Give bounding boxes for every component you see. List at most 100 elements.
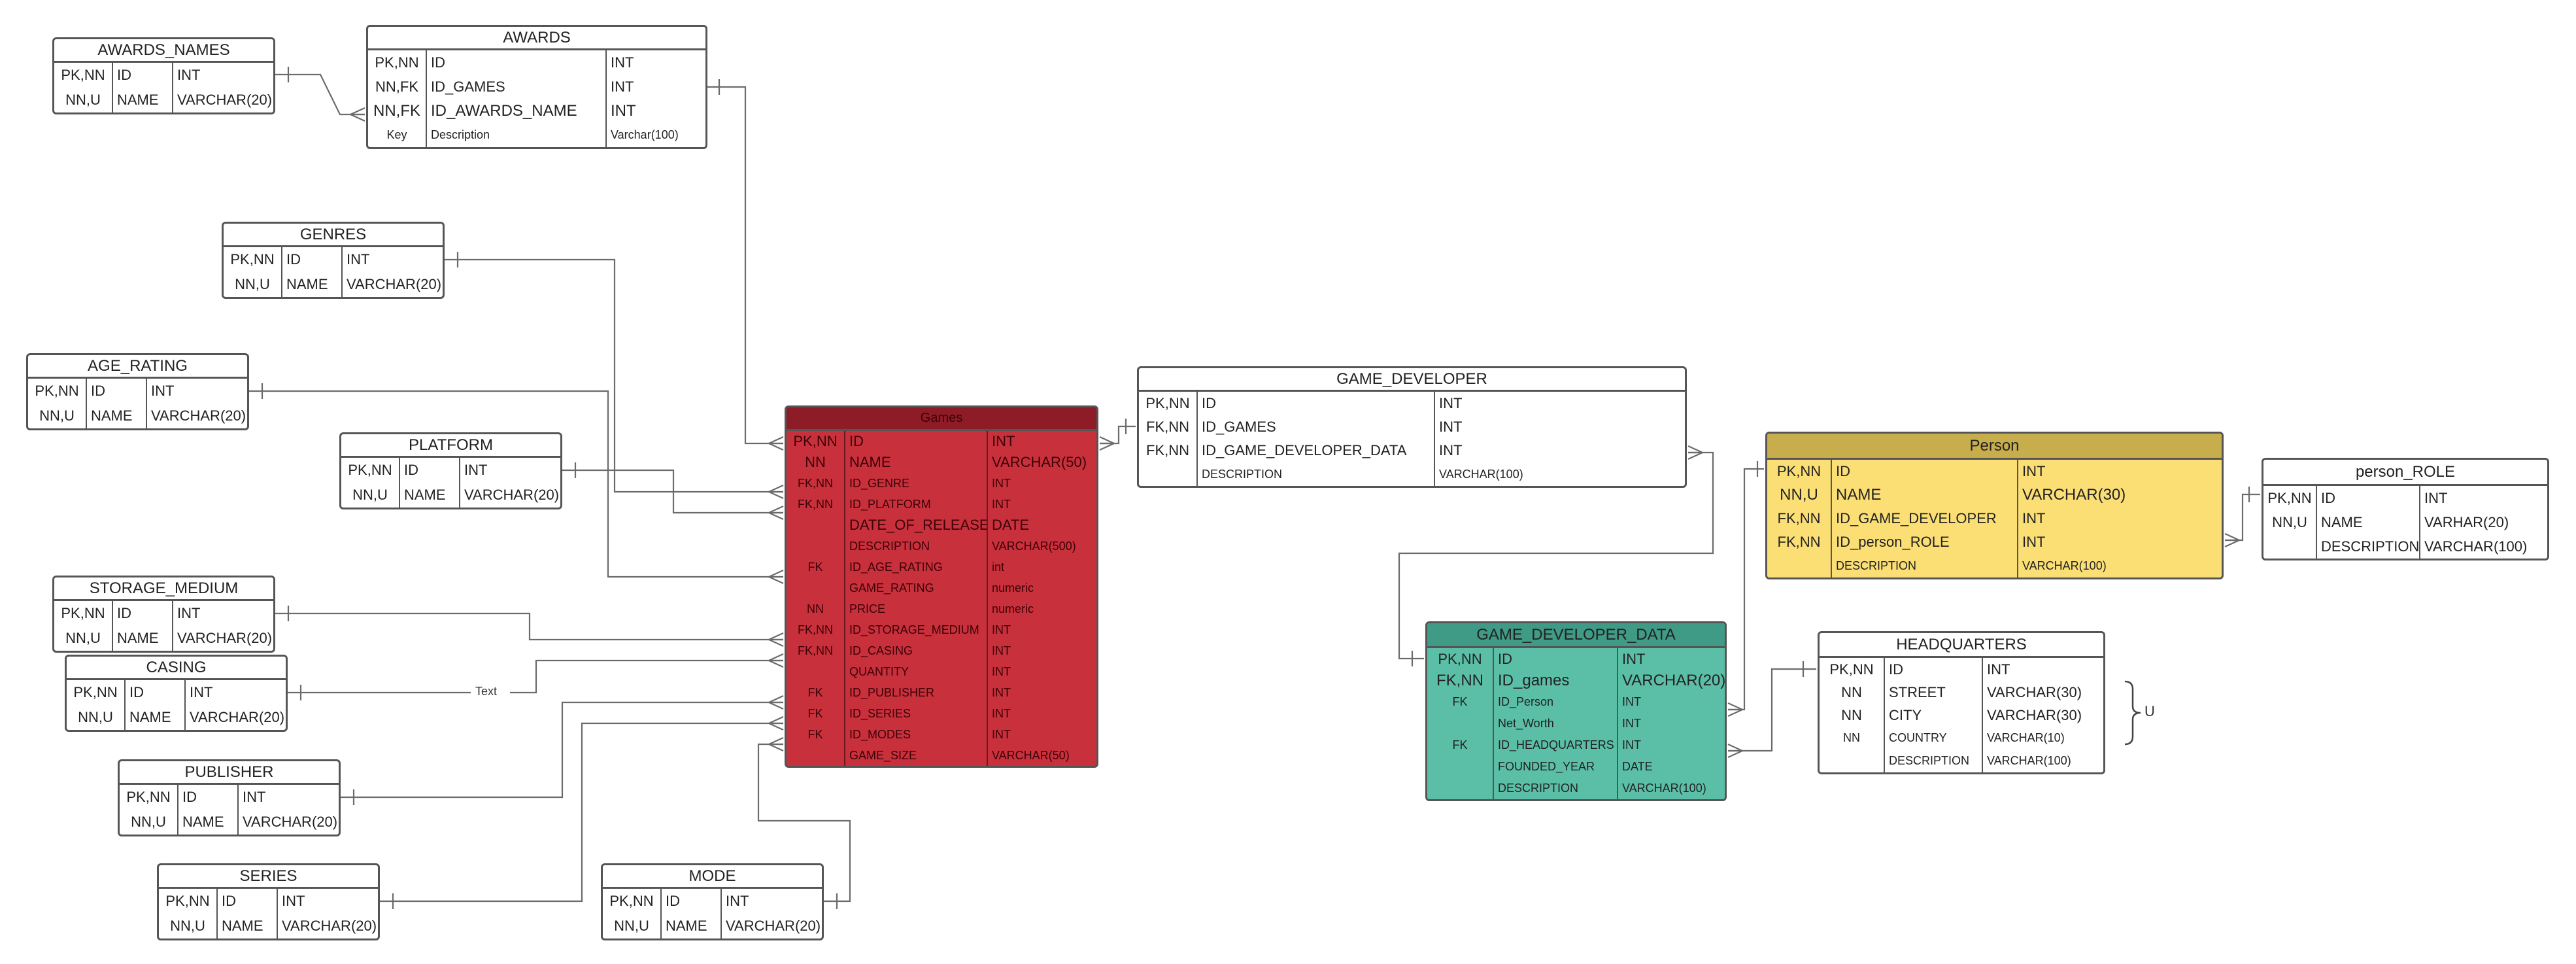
column-name: NAME bbox=[400, 483, 460, 508]
person-role-link bbox=[2225, 493, 2260, 542]
table-title: Games bbox=[787, 407, 1096, 431]
key-constraint: FK,NN bbox=[787, 640, 845, 661]
column-name: ID_CASING bbox=[845, 640, 988, 661]
column-name: ID_MODES bbox=[845, 724, 988, 745]
column-type: VARCHAR(100) bbox=[2022, 559, 2107, 572]
table-title: CASING bbox=[67, 657, 286, 680]
table-title: SERIES bbox=[159, 865, 378, 889]
column-type: INT bbox=[992, 498, 1011, 511]
column-type: INT bbox=[992, 707, 1011, 720]
key-constraint: FK,NN bbox=[1139, 415, 1198, 439]
column-name: NAME bbox=[113, 88, 173, 112]
key-constraint bbox=[787, 577, 845, 598]
column-name: NAME bbox=[282, 272, 343, 297]
column-name: STREET bbox=[1885, 681, 1983, 704]
column-type: INT bbox=[177, 67, 201, 83]
key-constraint bbox=[1427, 778, 1494, 799]
key-constraint: NN,U bbox=[159, 914, 218, 938]
table-title: AGE_RATING bbox=[28, 355, 247, 379]
key-constraint: PK,NN bbox=[1427, 648, 1494, 670]
unique-constraint-brace bbox=[2124, 680, 2141, 746]
many-marker bbox=[768, 695, 784, 710]
key-constraint: NN,U bbox=[224, 272, 282, 297]
column-name: ID bbox=[282, 247, 343, 272]
column-name: ID_AWARDS_NAME bbox=[427, 99, 607, 123]
key-constraint: FK bbox=[787, 724, 845, 745]
column-name: CITY bbox=[1885, 704, 1983, 727]
column-name: ID bbox=[1885, 658, 1983, 681]
key-constraint: PK,NN bbox=[159, 889, 218, 914]
key-constraint: NN bbox=[787, 452, 845, 473]
key-constraint: NN,FK bbox=[368, 75, 427, 99]
column-name: NAME bbox=[178, 810, 239, 835]
column-name: ID_GAME_DEVELOPER bbox=[1832, 507, 2018, 530]
key-constraint: FK bbox=[1427, 734, 1494, 756]
awards-games-link bbox=[707, 86, 783, 445]
column-type: VARCHAR(20) bbox=[282, 918, 377, 934]
many-marker bbox=[350, 107, 365, 122]
column-name: QUANTITY bbox=[845, 661, 988, 682]
column-type: numeric bbox=[992, 581, 1034, 594]
column-name: ID bbox=[218, 889, 278, 914]
many-marker bbox=[768, 653, 784, 668]
key-constraint: NN,U bbox=[54, 88, 113, 112]
key-constraint bbox=[1767, 554, 1832, 577]
key-constraint: NN,U bbox=[54, 626, 113, 651]
casing-games-link bbox=[288, 659, 783, 694]
key-constraint: PK,NN bbox=[787, 431, 845, 452]
key-constraint: FK,NN bbox=[787, 494, 845, 515]
column-type: INT bbox=[726, 893, 749, 909]
column-type: VARCHAR(30) bbox=[1987, 684, 2082, 700]
column-type: VARCHAR(100) bbox=[1622, 782, 1706, 795]
key-constraint: FK,NN bbox=[1427, 670, 1494, 691]
key-constraint: NN,U bbox=[1767, 483, 1832, 507]
column-name: PRICE bbox=[845, 598, 988, 619]
column-name: ID_GAME_DEVELOPER_DATA bbox=[1198, 439, 1435, 462]
key-constraint bbox=[1427, 713, 1494, 734]
many-marker bbox=[1727, 702, 1743, 717]
column-type: VARCHAR(20) bbox=[347, 276, 442, 292]
column-name: NAME bbox=[662, 914, 722, 938]
column-type: VARCHAR(20) bbox=[190, 709, 285, 725]
key-constraint bbox=[787, 661, 845, 682]
column-name: DESCRIPTION bbox=[1198, 462, 1435, 486]
key-constraint bbox=[2263, 534, 2317, 559]
column-type: int bbox=[992, 560, 1005, 574]
key-constraint: NN,U bbox=[120, 810, 178, 835]
table-title: PUBLISHER bbox=[120, 761, 339, 785]
